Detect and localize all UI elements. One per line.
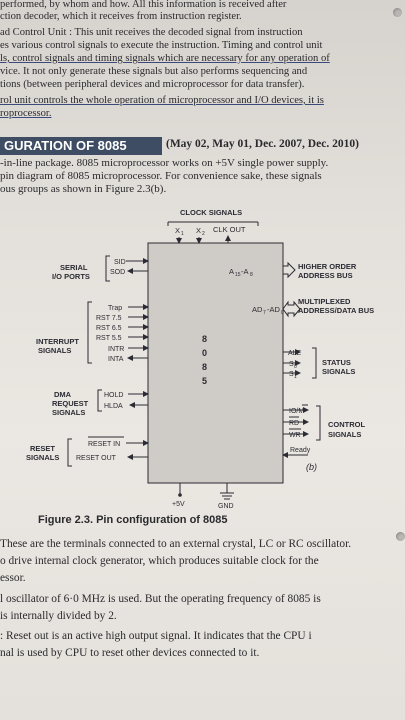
- chip-digit: 8: [202, 334, 207, 344]
- interrupt-pin: RST 7.5: [96, 315, 122, 322]
- sid-pin: SID: [114, 259, 126, 266]
- body-line: These are the terminals connected to an …: [0, 538, 352, 550]
- section-heading: GURATION OF 8085: [0, 137, 162, 155]
- intro-line: ous groups as shown in Figure 2.3(b).: [0, 183, 167, 195]
- pin-diagram: CLOCK SIGNALS X 1 X 2 CLK OUT SERIAL I/O…: [26, 208, 374, 510]
- hlda-pin: HLDA: [104, 403, 123, 410]
- ready-pin: Ready: [290, 447, 311, 454]
- reset-in-pin: RESET IN: [88, 441, 120, 448]
- svg-text:SIGNALS: SIGNALS: [26, 453, 59, 462]
- hold-pin: HOLD: [104, 392, 123, 399]
- a15-a8-pin: A: [229, 267, 234, 276]
- body-line: l oscillator of 6·0 MHz is used. But the…: [0, 593, 321, 605]
- svg-text:8: 8: [250, 272, 253, 278]
- svg-text:1: 1: [294, 374, 297, 380]
- x1-label: X: [175, 226, 180, 235]
- sod-pin: SOD: [110, 269, 125, 276]
- svg-text:I/O PORTS: I/O PORTS: [52, 272, 90, 281]
- svg-text:0: 0: [294, 364, 297, 370]
- svg-text:-A: -A: [241, 267, 249, 276]
- svg-text:15: 15: [235, 272, 241, 278]
- serial-group-label: SERIAL: [60, 263, 88, 272]
- figure-part-label: (b): [306, 462, 317, 472]
- exam-years: (May 02, May 01, Dec. 2007, Dec. 2010): [166, 138, 359, 150]
- reset-out-pin: RESET OUT: [76, 455, 117, 462]
- ad7-ad0-pin: AD: [252, 305, 263, 314]
- svg-text:0: 0: [281, 310, 284, 316]
- interrupt-pin: INTA: [108, 356, 124, 363]
- svg-text:1: 1: [181, 231, 184, 237]
- body-line: : Reset out is an active high output sig…: [0, 630, 312, 642]
- svg-text:SIGNALS: SIGNALS: [38, 346, 71, 355]
- wr-pin: WR: [289, 432, 301, 439]
- text-line: ls, control signals and timing signals w…: [0, 53, 330, 64]
- interrupt-pin: RST 5.5: [96, 335, 122, 342]
- dma-group-label: DMA: [54, 390, 72, 399]
- chip-digit: 8: [202, 362, 207, 372]
- text-line: rol unit controls the whole operation of…: [0, 95, 324, 106]
- chip-body: [147, 242, 284, 484]
- x2-label: X: [196, 226, 201, 235]
- binder-hole: [396, 532, 405, 541]
- vcc-pin: +5V: [172, 501, 185, 508]
- status-group-label: STATUS: [322, 358, 351, 367]
- body-line: o drive internal clock generator, which …: [0, 555, 319, 567]
- interrupt-pin: INTR: [108, 346, 124, 353]
- clock-signals-label: CLOCK SIGNALS: [180, 208, 242, 217]
- svg-text:-AD: -AD: [267, 305, 281, 314]
- rd-pin: RD: [289, 420, 299, 427]
- interrupt-pin: Trap: [108, 305, 122, 312]
- reset-group-label: RESET: [30, 444, 55, 453]
- multiplexed-label: MULTIPLEXED: [298, 297, 351, 306]
- text-line: roprocessor.: [0, 108, 52, 119]
- io-m-pin: IO/M: [289, 408, 304, 415]
- chip-digit: 5: [202, 376, 207, 386]
- body-line: nal is used by CPU to reset other device…: [0, 647, 260, 659]
- s0-pin: S: [289, 361, 294, 368]
- svg-text:ADDRESS BUS: ADDRESS BUS: [298, 271, 353, 280]
- gnd-pin: GND: [218, 503, 234, 510]
- text-line: performed, by whom and how. All this inf…: [0, 0, 287, 10]
- svg-text:ADDRESS/DATA BUS: ADDRESS/DATA BUS: [298, 306, 374, 315]
- s1-pin: S: [289, 371, 294, 378]
- svg-text:SIGNALS: SIGNALS: [328, 430, 361, 439]
- text-line: ad Control Unit : This unit receives the…: [0, 27, 303, 38]
- control-group-label: CONTROL: [328, 420, 365, 429]
- intro-line: -in-line package. 8085 microprocessor wo…: [0, 157, 329, 169]
- ale-pin: ALE: [288, 350, 302, 357]
- svg-text:SIGNALS: SIGNALS: [322, 367, 355, 376]
- chip-digit: 0: [202, 348, 207, 358]
- binder-hole: [393, 8, 402, 17]
- svg-text:SIGNALS: SIGNALS: [52, 408, 85, 417]
- svg-text:7: 7: [263, 310, 266, 316]
- higher-order-label: HIGHER ORDER: [298, 262, 357, 271]
- intro-line: pin diagram of 8085 microprocessor. For …: [0, 170, 322, 182]
- interrupt-group-label: INTERRUPT: [36, 337, 79, 346]
- text-line: vice. It not only generate these signals…: [0, 66, 308, 77]
- body-line: is internally divided by 2.: [0, 610, 117, 622]
- figure-caption: Figure 2.3. Pin configuration of 8085: [38, 514, 228, 526]
- clk-out-label: CLK OUT: [213, 225, 246, 234]
- body-line: essor.: [0, 572, 26, 584]
- text-line: tions (between peripheral devices and mi…: [0, 79, 305, 90]
- text-line: es various control signals to execute th…: [0, 40, 323, 51]
- interrupt-pin: RST 6.5: [96, 325, 122, 332]
- text-line: ction decoder, which it receives from in…: [0, 11, 242, 22]
- svg-text:REQUEST: REQUEST: [52, 399, 89, 408]
- svg-text:2: 2: [202, 231, 205, 237]
